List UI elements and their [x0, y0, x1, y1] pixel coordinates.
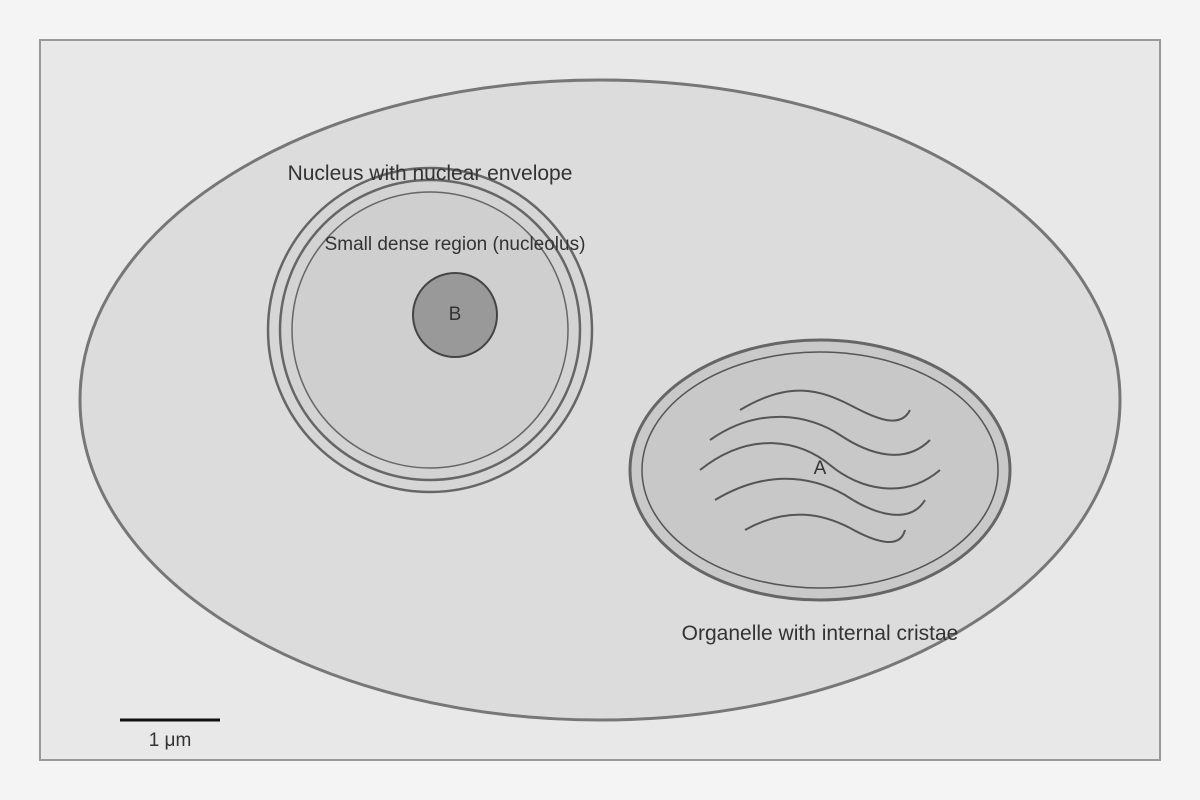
organelle-label: Organelle with internal cristae — [682, 622, 959, 645]
nucleolus-label: Small dense region (nucleolus) — [325, 234, 586, 255]
nucleus-label: Nucleus with nuclear envelope — [288, 162, 573, 185]
crista-3 — [699, 442, 941, 490]
scale-bar-label: 1 μm — [149, 730, 192, 751]
crista-5 — [744, 513, 906, 544]
crista-4 — [714, 477, 926, 516]
crista-2 — [709, 415, 931, 456]
organelle-letter-label: A — [814, 458, 827, 479]
cristae — [699, 389, 941, 544]
nucleolus-letter-label: B — [449, 304, 462, 325]
nucleolus — [412, 272, 498, 358]
scale-bar: 1 μm — [120, 718, 220, 751]
crista-1 — [739, 389, 911, 422]
organelle — [628, 338, 1012, 602]
